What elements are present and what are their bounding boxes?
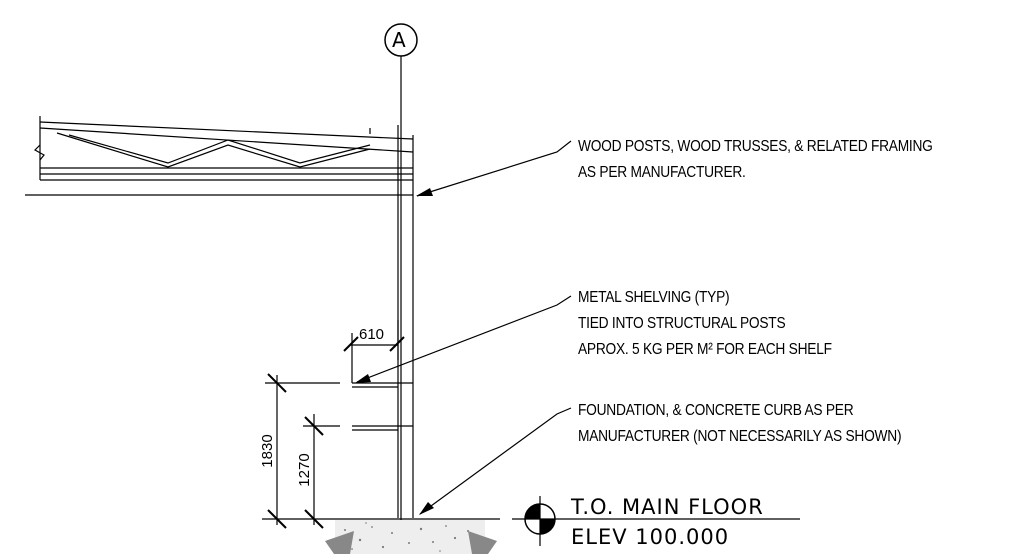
note-framing-line-2: AS PER MANUFACTURER. [578, 164, 746, 181]
elevation-symbol [512, 496, 800, 546]
note-foundation-line-2: MANUFACTURER (NOT NECESSARILY AS SHOWN) [578, 428, 902, 445]
dimension-text-1270: 1270 [296, 453, 313, 486]
grid-bubble-label: A [392, 28, 407, 52]
leader-foundation [419, 407, 572, 515]
leader-arrowheads [355, 188, 434, 515]
note-foundation: FOUNDATION, & CONCRETE CURB AS PER MANUF… [578, 401, 902, 447]
dimension-1270 [303, 414, 340, 529]
note-shelving-line-2: TIED INTO STRUCTURAL POSTS [578, 315, 786, 332]
note-framing-line-1: WOOD POSTS, WOOD TRUSSES, & RELATED FRAM… [578, 138, 933, 155]
dimension-text-1830: 1830 [259, 434, 276, 467]
elevation-value: ELEV 100.000 [571, 525, 730, 549]
roof-truss [25, 116, 414, 196]
metal-shelves [352, 382, 413, 431]
dimension-text-610: 610 [359, 326, 384, 343]
note-shelving: METAL SHELVING (TYP) TIED INTO STRUCTURA… [578, 288, 832, 360]
leader-shelving [356, 295, 572, 383]
leader-framing [416, 140, 572, 197]
dimension-1830 [265, 373, 340, 529]
concrete-pad [325, 520, 497, 554]
note-framing: WOOD POSTS, WOOD TRUSSES, & RELATED FRAM… [578, 137, 933, 183]
note-shelving-line-3: APROX. 5 KG PER M² FOR EACH SHELF [578, 341, 832, 358]
note-foundation-line-1: FOUNDATION, & CONCRETE CURB AS PER [578, 402, 854, 419]
elevation-title: T.O. MAIN FLOOR [571, 495, 764, 519]
note-shelving-line-1: METAL SHELVING (TYP) [578, 289, 730, 306]
dimension-610 [343, 320, 405, 383]
